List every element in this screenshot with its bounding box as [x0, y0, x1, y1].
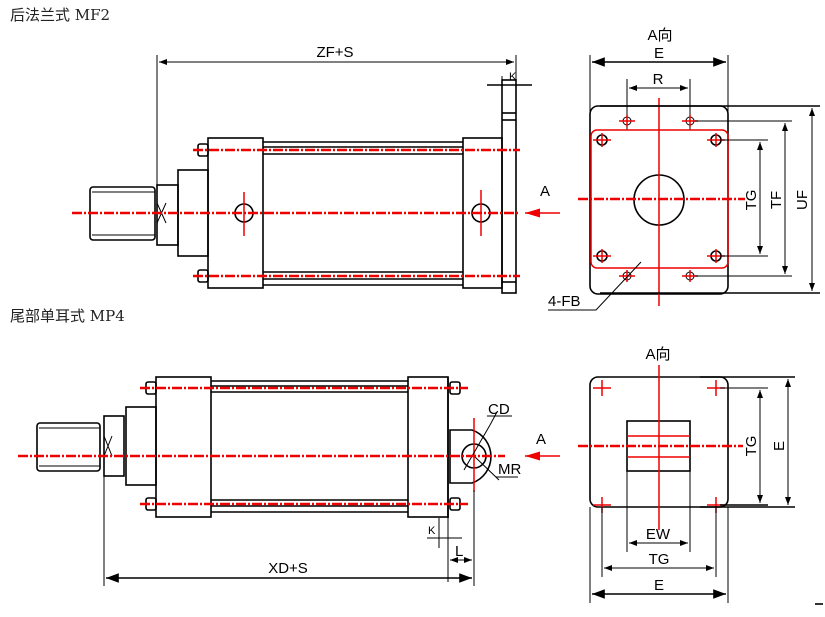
arrow-a-label: A — [536, 431, 546, 448]
ew-label: EW — [646, 526, 671, 543]
mr-label: MR — [498, 461, 521, 478]
mounting-holes — [593, 115, 725, 282]
piston-rod — [36, 422, 101, 472]
e-label: E — [654, 45, 664, 62]
k-label: K — [428, 525, 436, 537]
rear-flange — [501, 79, 517, 294]
xd-label: XD+S — [268, 560, 308, 577]
mp4-end-view: A向 TG E EW TG E — [578, 346, 823, 605]
k-label: K — [509, 71, 517, 83]
e-vertical-label: E — [771, 441, 788, 451]
tg-label: TG — [743, 190, 760, 211]
l-label: L — [455, 543, 463, 560]
view-a-label: A向 — [645, 346, 670, 363]
zf-label: ZF+S — [316, 44, 353, 61]
r-label: R — [653, 71, 664, 88]
tg-vertical-label: TG — [743, 436, 760, 457]
uf-label: UF — [794, 190, 811, 210]
mf2-side-view: 后法兰式 MF2 ZF+S K A — [10, 6, 560, 294]
mf2-end-view: A向 E R TG TF UF 4-FB — [548, 27, 820, 311]
mf2-title: 后法兰式 MF2 — [10, 6, 110, 24]
front-head — [155, 376, 212, 518]
arrow-a-label: A — [540, 183, 550, 200]
fb-label: 4-FB — [548, 293, 581, 310]
mp4-title: 尾部单耳式 MP4 — [10, 307, 125, 325]
view-a-label: A向 — [647, 27, 672, 44]
rear-head — [407, 376, 449, 518]
cd-label: CD — [488, 401, 510, 418]
tg-horizontal-label: TG — [649, 551, 670, 568]
mp4-side-view: 尾部单耳式 MP4 CD MR A K L XD+S — [10, 307, 560, 586]
e-horizontal-label: E — [654, 577, 664, 594]
tf-label: TF — [768, 191, 785, 209]
